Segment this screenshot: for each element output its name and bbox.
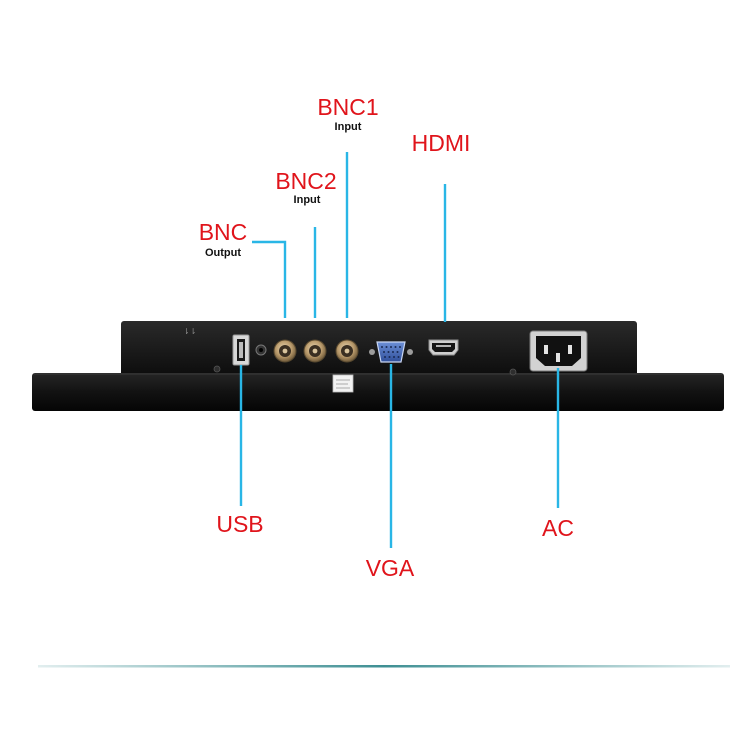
hdmi-port-icon — [428, 339, 459, 356]
usb-port-icon — [232, 334, 250, 366]
screw-icon — [213, 365, 221, 373]
callout-labels: BNC1 Input HDMI BNC2 Input BNC Output US… — [199, 94, 574, 581]
bnc2-input-connector-icon — [303, 339, 327, 363]
monitor-body: ⇂⇂ — [32, 321, 724, 411]
ac-power-socket-icon — [529, 330, 588, 372]
label-bnc1: BNC1 — [317, 94, 378, 120]
sublabel-bnc2: Input — [294, 194, 321, 206]
vga-connector-icon — [369, 341, 413, 363]
front-bezel — [32, 373, 724, 411]
divider-line — [38, 665, 730, 668]
label-bnc2: BNC2 — [275, 168, 336, 194]
bnc1-input-connector-icon — [335, 339, 359, 363]
label-bnc-output: BNC — [199, 219, 248, 245]
label-vga: VGA — [366, 555, 415, 581]
label-hdmi: HDMI — [412, 130, 471, 156]
audio-jack-icon — [255, 344, 267, 356]
sublabel-bnc1: Input — [335, 121, 362, 133]
sublabel-bnc-output: Output — [205, 247, 241, 259]
screw-icon — [509, 368, 517, 376]
leader-lines — [239, 152, 560, 548]
label-ac: AC — [542, 515, 574, 541]
bnc-output-connector-icon — [273, 339, 297, 363]
label-usb: USB — [216, 511, 263, 537]
label-sticker-icon — [332, 374, 354, 393]
svg-text:⇂⇂: ⇂⇂ — [183, 327, 196, 336]
leader-line-bnc-output — [252, 240, 287, 318]
